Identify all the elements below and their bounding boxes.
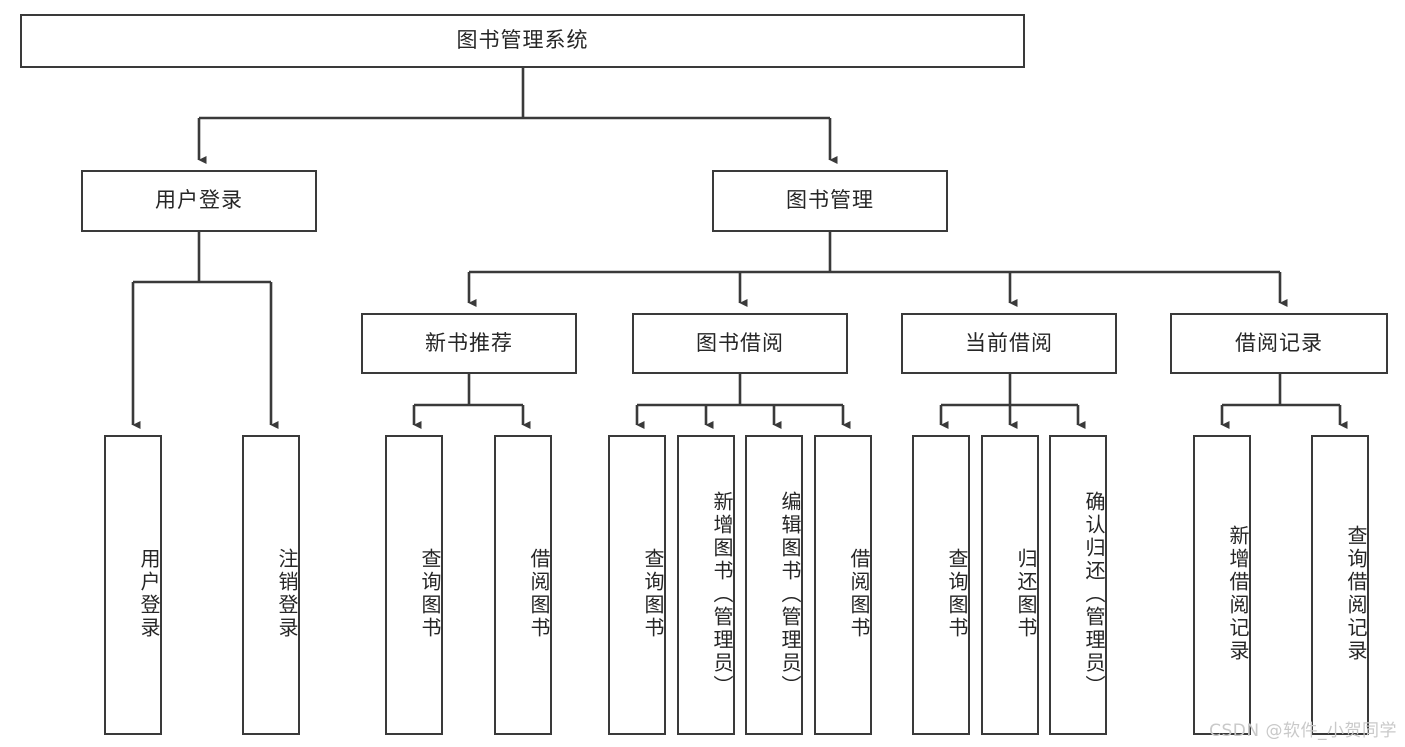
node-user-login[interactable]: 用户登录 [81,170,317,232]
node-book-management[interactable]: 图书管理 [712,170,948,232]
node-label: 归还图书 [1014,548,1038,640]
leaf-book-add-admin[interactable]: 新增图书（管理员） [677,435,735,735]
node-label: 编辑图书（管理员） [778,490,802,698]
node-label: 图书借阅 [696,330,784,355]
node-new-book-recommend[interactable]: 新书推荐 [361,313,577,374]
node-label: 查询借阅记录 [1344,525,1368,663]
leaf-book-borrow-action[interactable]: 借阅图书 [814,435,872,735]
node-label: 查询图书 [641,548,665,640]
node-current-borrow[interactable]: 当前借阅 [901,313,1117,374]
leaf-add-borrow-record[interactable]: 新增借阅记录 [1193,435,1251,735]
node-label: 借阅记录 [1235,330,1323,355]
leaf-new-book-borrow[interactable]: 借阅图书 [494,435,552,735]
node-label: 注销登录 [275,548,299,640]
node-label: 借阅图书 [847,548,871,640]
leaf-return-book[interactable]: 归还图书 [981,435,1039,735]
leaf-logout[interactable]: 注销登录 [242,435,300,735]
node-label: 当前借阅 [965,330,1053,355]
node-label: 用户登录 [137,548,161,640]
node-label: 借阅图书 [527,548,551,640]
leaf-confirm-return-admin[interactable]: 确认归还（管理员） [1049,435,1107,735]
leaf-book-borrow-query[interactable]: 查询图书 [608,435,666,735]
node-label: 确认归还（管理员） [1082,490,1106,698]
node-label: 新增图书（管理员） [710,490,734,698]
leaf-user-login[interactable]: 用户登录 [104,435,162,735]
node-label: 图书管理系统 [456,28,589,53]
leaf-current-borrow-query[interactable]: 查询图书 [912,435,970,735]
leaf-query-borrow-record[interactable]: 查询借阅记录 [1311,435,1369,735]
node-book-borrow[interactable]: 图书借阅 [632,313,848,374]
leaf-book-edit-admin[interactable]: 编辑图书（管理员） [745,435,803,735]
node-label: 新书推荐 [425,330,513,355]
watermark: CSDN @软件_小贺同学 [1209,721,1397,741]
node-label: 用户登录 [155,188,243,213]
leaf-new-book-query[interactable]: 查询图书 [385,435,443,735]
node-borrow-record[interactable]: 借阅记录 [1170,313,1388,374]
node-label: 查询图书 [945,548,969,640]
node-label: 新增借阅记录 [1226,525,1250,663]
node-root-book-management-system[interactable]: 图书管理系统 [20,14,1025,68]
node-label: 查询图书 [418,548,442,640]
node-label: 图书管理 [786,188,874,213]
